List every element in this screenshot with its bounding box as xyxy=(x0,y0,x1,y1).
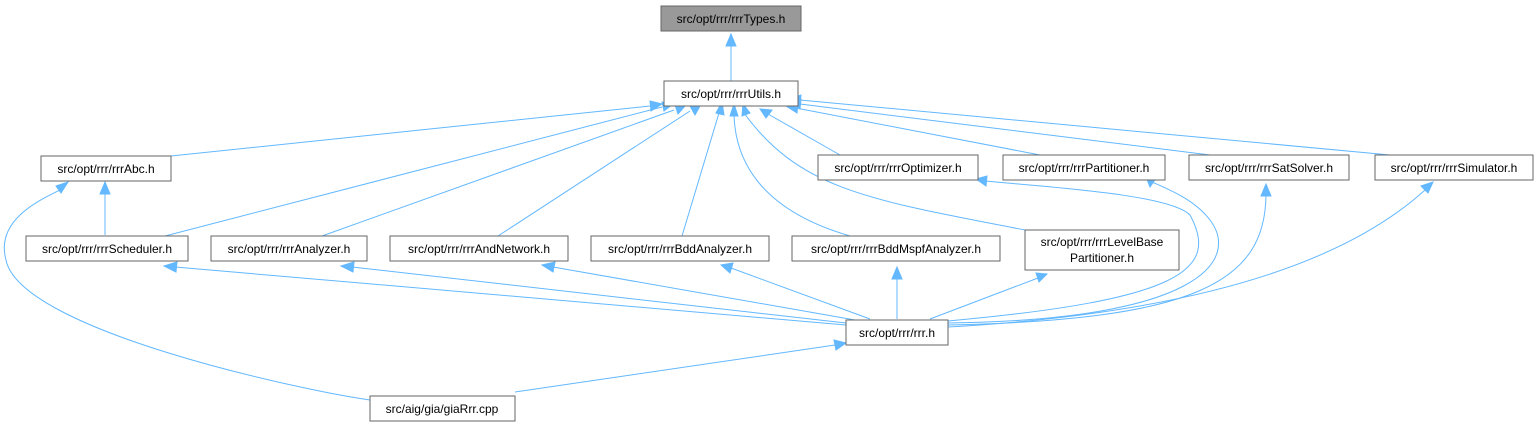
arrowhead xyxy=(759,108,773,119)
node-label: src/opt/rrr/rrrOptimizer.h xyxy=(834,161,961,175)
arrowhead xyxy=(162,261,178,273)
node-giarrr[interactable]: src/aig/gia/giaRrr.cpp xyxy=(369,395,516,422)
edge-bddanalyzer-to-utils xyxy=(681,112,720,237)
edge-rrr-to-partitioner xyxy=(947,181,1219,324)
node-label: src/opt/rrr/rrrAndNetwork.h xyxy=(408,242,550,256)
node-label: src/opt/rrr/rrrScheduler.h xyxy=(42,242,172,256)
node-label: src/opt/rrr/rrrTypes.h xyxy=(677,12,786,26)
arrowhead xyxy=(99,180,111,195)
nodes-layer: src/opt/rrr/rrrTypes.h src/opt/rrr/rrrUt… xyxy=(25,5,1534,422)
arrowhead xyxy=(1035,272,1049,283)
arrowhead xyxy=(741,102,751,117)
edge-rrr-to-satsolver xyxy=(947,194,1267,326)
node-label-line2: Partitioner.h xyxy=(1070,251,1134,265)
node-label: src/aig/gia/giaRrr.cpp xyxy=(386,402,499,416)
node-rrrsimulator[interactable]: src/opt/rrr/rrrSimulator.h xyxy=(1374,154,1534,181)
node-label: src/opt/rrr/rrrAbc.h xyxy=(57,162,154,176)
node-label: src/opt/rrr/rrrBddMspfAnalyzer.h xyxy=(811,242,981,256)
edge-bddmspf-to-utils xyxy=(733,113,851,237)
node-rrrbddanalyzer[interactable]: src/opt/rrr/rrrBddAnalyzer.h xyxy=(590,235,770,262)
arrowhead xyxy=(719,262,734,274)
edge-abc-to-utils xyxy=(170,105,651,157)
node-label: src/opt/rrr/rrr.h xyxy=(859,326,935,340)
arrowhead xyxy=(974,175,988,187)
node-rrrlevelbasepartitioner[interactable]: src/opt/rrr/rrrLevelBase Partitioner.h xyxy=(1024,229,1180,271)
node-label: src/opt/rrr/rrrPartitioner.h xyxy=(1019,161,1150,175)
node-rrrpartitioner[interactable]: src/opt/rrr/rrrPartitioner.h xyxy=(1002,154,1166,181)
arrowhead xyxy=(649,100,664,112)
node-rrrbddmspfanalyzer[interactable]: src/opt/rrr/rrrBddMspfAnalyzer.h xyxy=(791,235,1001,262)
node-label: src/opt/rrr/rrrUtils.h xyxy=(681,87,781,101)
node-rrrutils[interactable]: src/opt/rrr/rrrUtils.h xyxy=(663,80,799,107)
edge-giarrr-to-rrr xyxy=(514,344,836,393)
edge-giarrr-to-abc xyxy=(3,189,371,401)
node-rrrtypes[interactable]: src/opt/rrr/rrrTypes.h xyxy=(660,5,802,32)
arrowhead xyxy=(689,105,701,117)
edge-satsolver-to-utils xyxy=(799,103,1211,156)
node-rrrandnetwork[interactable]: src/opt/rrr/rrrAndNetwork.h xyxy=(389,235,569,262)
node-rrr[interactable]: src/opt/rrr/rrr.h xyxy=(845,319,949,346)
edge-analyzer-to-utils xyxy=(321,109,675,237)
node-rrrsatsolver[interactable]: src/opt/rrr/rrrSatSolver.h xyxy=(1188,154,1350,181)
edge-rrr-to-andnetwork xyxy=(552,266,856,321)
edge-optimizer-to-utils xyxy=(767,113,841,156)
edge-partitioner-to-utils xyxy=(795,107,1041,156)
arrowhead xyxy=(540,261,556,273)
edge-rrr-to-scheduler xyxy=(174,266,847,326)
arrowhead xyxy=(891,265,903,280)
edge-rrr-to-levelbase xyxy=(929,277,1039,320)
edges-layer xyxy=(3,46,1426,401)
edge-rrr-to-simulator xyxy=(947,189,1426,328)
arrowheads-layer xyxy=(55,32,1434,351)
arrowhead xyxy=(55,181,70,194)
arrowhead xyxy=(1260,182,1272,197)
edge-levelbase-to-utils xyxy=(743,112,1026,231)
node-label: src/opt/rrr/rrrSatSolver.h xyxy=(1205,161,1333,175)
node-label: src/opt/rrr/rrrAnalyzer.h xyxy=(228,242,351,256)
node-label-line1: src/opt/rrr/rrrLevelBase xyxy=(1041,235,1164,249)
arrowhead xyxy=(339,261,355,273)
arrowhead xyxy=(1420,181,1434,194)
edge-rrr-to-bddanalyzer xyxy=(730,267,871,320)
node-rrrscheduler[interactable]: src/opt/rrr/rrrScheduler.h xyxy=(25,235,189,262)
node-label: src/opt/rrr/rrrBddAnalyzer.h xyxy=(608,242,752,256)
arrowhead xyxy=(725,32,737,47)
node-rrroptimizer[interactable]: src/opt/rrr/rrrOptimizer.h xyxy=(817,154,979,181)
edge-scheduler-to-utils xyxy=(164,106,663,237)
edge-andnetwork-to-utils xyxy=(497,110,691,237)
node-rrranalyzer[interactable]: src/opt/rrr/rrrAnalyzer.h xyxy=(210,235,368,262)
edge-rrr-to-optimizer xyxy=(947,180,1200,322)
arrowhead xyxy=(833,339,848,351)
edge-rrr-to-analyzer xyxy=(351,266,847,324)
arrowhead xyxy=(729,102,739,117)
node-label: src/opt/rrr/rrrSimulator.h xyxy=(1391,161,1518,175)
node-rrrabc[interactable]: src/opt/rrr/rrrAbc.h xyxy=(40,155,172,182)
edge-simulator-to-utils xyxy=(799,99,1391,156)
